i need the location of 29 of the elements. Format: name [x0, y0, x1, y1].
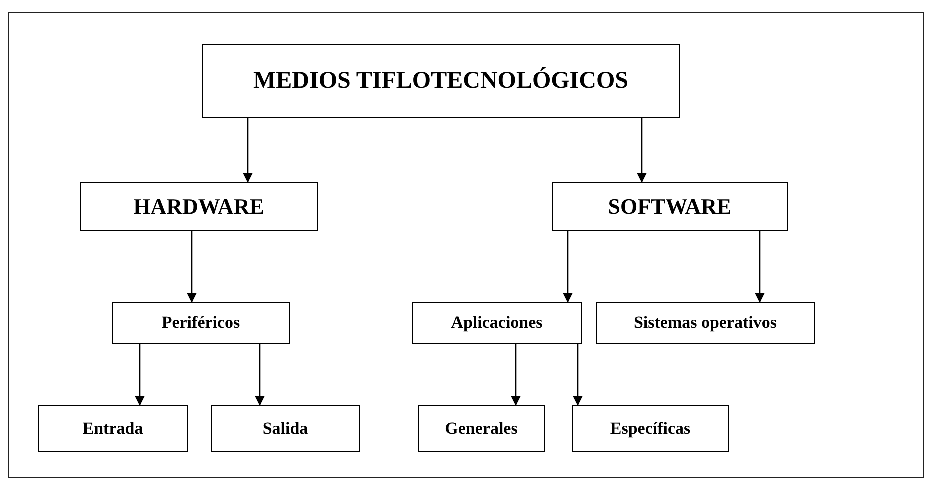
arrow	[511, 344, 521, 406]
arrow	[573, 344, 583, 406]
category-box	[38, 405, 188, 452]
category-label: MEDIOS TIFLOTECNOLÓGICOS	[254, 68, 628, 94]
category-box	[572, 405, 729, 452]
category-box	[596, 302, 815, 344]
arrow	[637, 118, 647, 183]
category-label: Sistemas operativos	[634, 313, 778, 333]
arrow	[255, 344, 265, 406]
arrow	[243, 118, 253, 183]
category-box	[418, 405, 545, 452]
category-label: Específicas	[610, 418, 691, 438]
category-label: Generales	[445, 418, 518, 438]
category-label: Periféricos	[162, 313, 240, 333]
category-label: HARDWARE	[134, 194, 264, 220]
arrow	[563, 231, 573, 303]
arrow	[755, 231, 765, 303]
category-box	[112, 302, 290, 344]
category-label: Salida	[262, 418, 308, 438]
category-box	[202, 44, 680, 118]
category-box	[211, 405, 360, 452]
category-label: SOFTWARE	[608, 194, 732, 220]
arrow	[135, 344, 145, 406]
arrow	[187, 231, 197, 303]
category-label: Aplicaciones	[451, 313, 543, 333]
category-box	[80, 182, 318, 231]
category-box	[552, 182, 788, 231]
category-box	[412, 302, 582, 344]
category-label: Entrada	[82, 418, 144, 438]
